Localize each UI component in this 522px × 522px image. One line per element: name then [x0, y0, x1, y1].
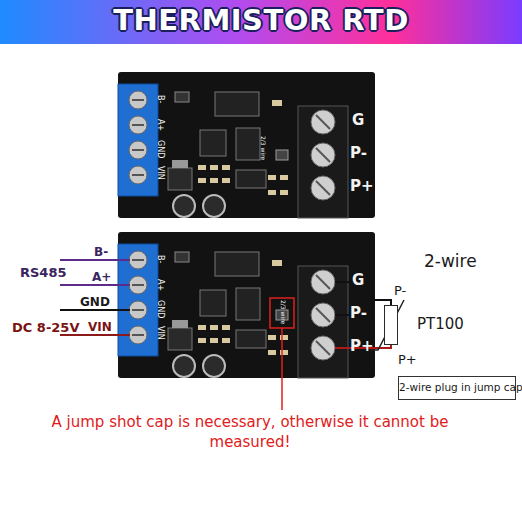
title-text: THERMISTOR RTD — [0, 5, 522, 37]
note-box: 2-wire plug in jump cap — [398, 376, 516, 400]
silkscreen-text: A+ — [155, 119, 164, 131]
terminal-label: G — [352, 272, 364, 289]
thermistor-arrow — [370, 300, 404, 350]
silkscreen-text: 2/3 wire — [259, 136, 266, 160]
supply-label: DC 8-25V — [12, 321, 79, 335]
terminal-label: P+ — [350, 338, 374, 355]
wiring-label: 2-wire — [424, 252, 477, 271]
wire — [60, 259, 130, 261]
silkscreen-text: A+ — [155, 279, 164, 291]
silkscreen-text: VIN — [155, 326, 164, 340]
pin-name: GND — [80, 296, 110, 309]
pcb-board — [118, 72, 375, 218]
thermistor-arrow — [370, 300, 404, 350]
silkscreen-text: GND — [155, 140, 164, 158]
wire — [60, 260, 391, 348]
jumper-highlight — [270, 298, 294, 328]
jumper-highlight — [281, 328, 283, 410]
signal-name: RS485 — [20, 266, 67, 280]
pin-name: VIN — [88, 321, 112, 334]
warning-note: A jump shot cap is necessary, otherwise … — [50, 412, 450, 453]
node-text: 2-wire plug in jump cap — [399, 382, 515, 394]
pcb-board — [118, 232, 375, 378]
pin-name: A+ — [92, 271, 111, 284]
terminal-label: G — [352, 112, 364, 129]
silkscreen-text: B- — [155, 95, 164, 103]
silkscreen-text: 2/3 wire — [279, 300, 286, 324]
thermistor-symbol: PT100 — [384, 305, 398, 345]
wire — [60, 309, 130, 311]
silkscreen-text: GND — [155, 300, 164, 318]
wire-label: P+ — [398, 353, 417, 367]
title-banner — [0, 0, 522, 44]
node-text: PT100 — [417, 316, 464, 333]
wire — [60, 284, 130, 286]
wire-label: P- — [394, 284, 406, 298]
terminal-label: P- — [350, 145, 367, 162]
terminal-label: P- — [350, 305, 367, 322]
terminal-label: P+ — [350, 178, 374, 195]
silkscreen-text: B- — [155, 255, 164, 263]
pin-name: B- — [94, 246, 108, 259]
jumper-highlight — [270, 298, 294, 410]
silkscreen-text: VIN — [155, 166, 164, 180]
